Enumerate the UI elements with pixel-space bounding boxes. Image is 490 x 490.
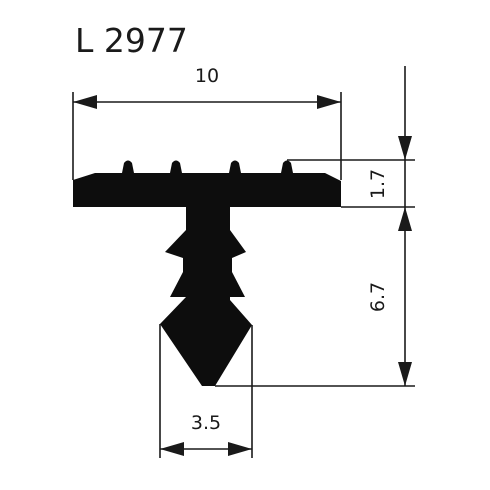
flange bbox=[73, 160, 341, 207]
dimension-label-stem-height: 6.7 bbox=[367, 282, 389, 312]
dimension-label-flange-height: 1.7 bbox=[367, 169, 389, 199]
dimension-label-tip-width: 3.5 bbox=[191, 412, 221, 434]
stem-with-barbs bbox=[160, 200, 252, 386]
dimension-width-tip: 3.5 bbox=[159, 324, 253, 458]
dimension-label-width: 10 bbox=[195, 65, 219, 87]
dimension-vertical-right: 1.7 6.7 bbox=[215, 66, 415, 387]
dimension-width-top: 10 bbox=[72, 65, 342, 180]
t-profile-shape bbox=[73, 160, 341, 386]
part-number-title: L 2977 bbox=[75, 21, 188, 60]
